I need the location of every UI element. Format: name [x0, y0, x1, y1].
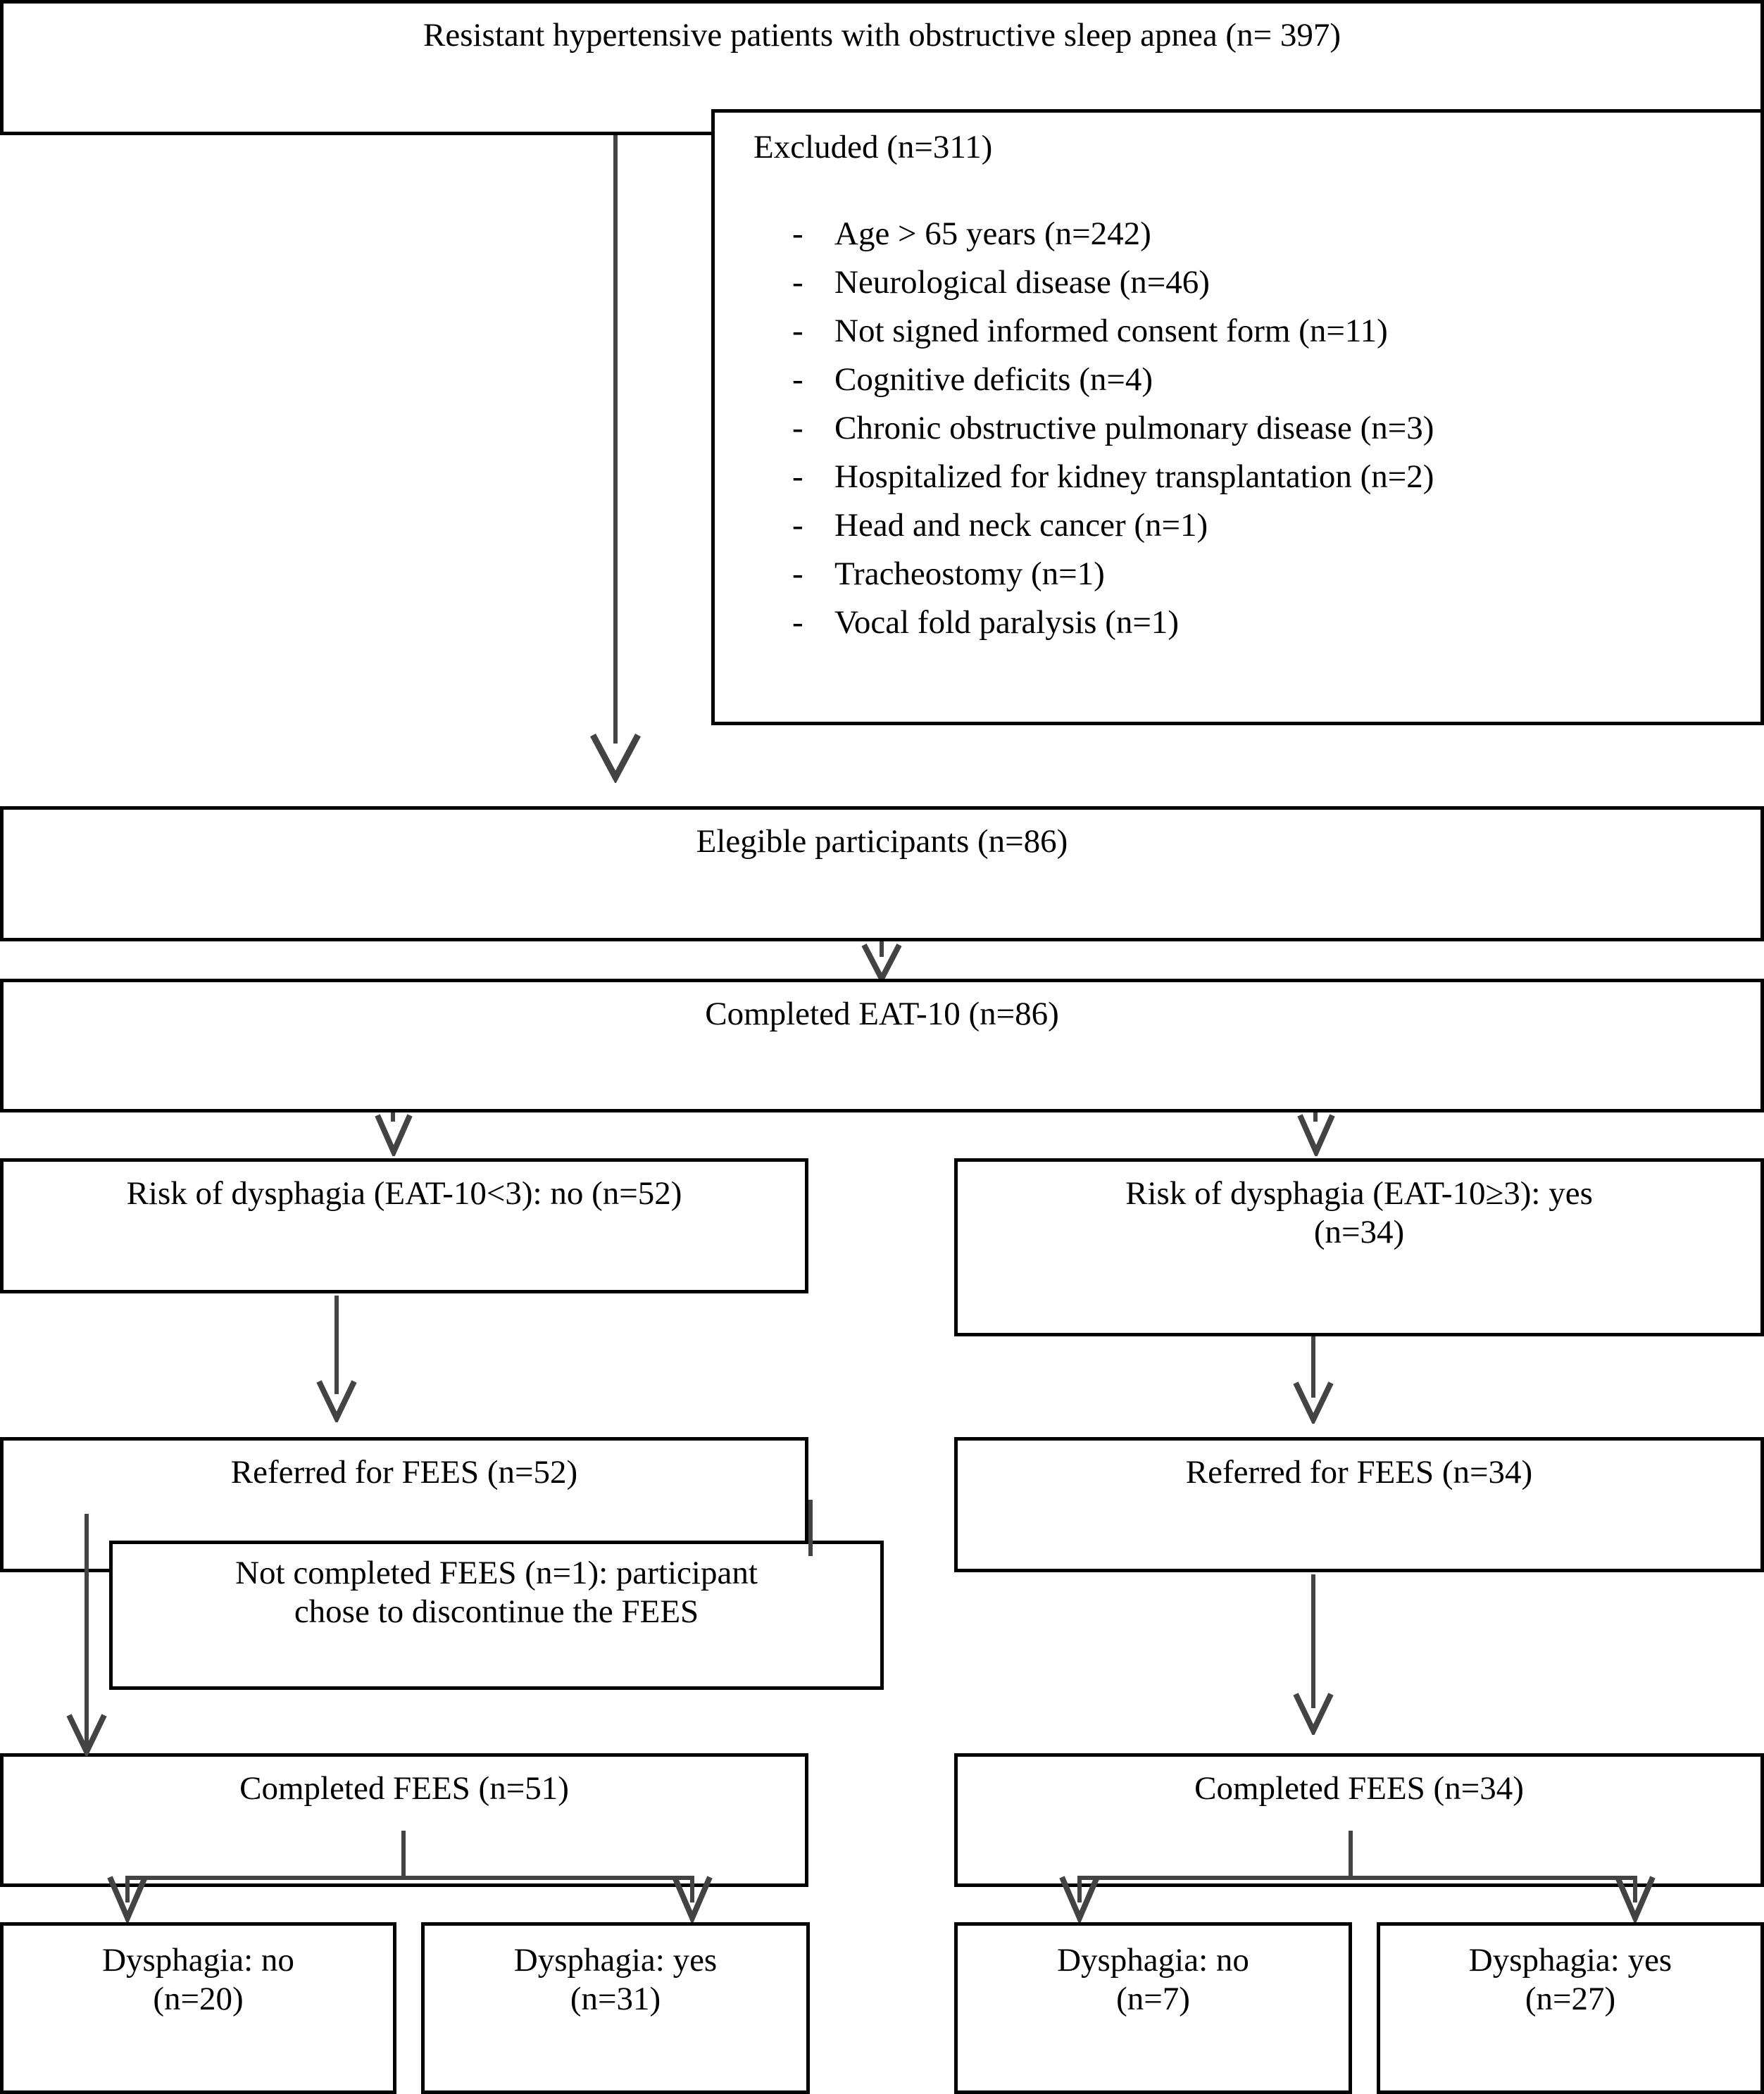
- arrowhead-eligible-to-eat10: [861, 942, 902, 983]
- bullet-dash-icon: -: [792, 410, 803, 447]
- connector-compleft-stem: [401, 1831, 406, 1880]
- arrowhead-riskno-to-referred: [316, 1379, 357, 1422]
- arrowhead-eat10-to-risk-yes: [1297, 1112, 1335, 1156]
- connector-compleft-split-bar: [125, 1876, 694, 1880]
- node-completed-fees-right-label: Completed FEES (n=34): [1194, 1770, 1524, 1807]
- excluded-reason: Age > 65 years (n=242): [834, 215, 1151, 253]
- node-risk-dysphagia-no-label: Risk of dysphagia (EAT-10<3): no (n=52): [126, 1175, 682, 1212]
- arrowhead-to-outcome-a: [107, 1874, 148, 1922]
- list-item: - Cognitive deficits (n=4): [753, 363, 1760, 396]
- node-referred-fees-left-label: Referred for FEES (n=52): [230, 1454, 578, 1491]
- connector-compright-right-drop: [1633, 1876, 1637, 1902]
- connector-compright-split-bar: [1077, 1876, 1637, 1880]
- bullet-dash-icon: -: [792, 458, 803, 496]
- bullet-dash-icon: -: [792, 264, 803, 301]
- arrowhead-to-outcome-c: [1059, 1874, 1100, 1922]
- node-completed-eat10-label: Completed EAT-10 (n=86): [705, 996, 1059, 1032]
- excluded-reason: Not signed informed consent form (n=11): [834, 313, 1388, 350]
- connector-riskno-to-referred: [334, 1296, 339, 1394]
- node-not-completed-fees: Not completed FEES (n=1): participant ch…: [109, 1541, 884, 1690]
- list-item: - Tracheostomy (n=1): [753, 558, 1760, 591]
- bullet-dash-icon: -: [792, 507, 803, 544]
- excluded-reason: Neurological disease (n=46): [834, 264, 1210, 301]
- node-completed-fees-left-label: Completed FEES (n=51): [239, 1770, 569, 1807]
- arrowhead-enrolled-to-eligible: [590, 732, 641, 783]
- connector-compleft-left-drop: [125, 1876, 130, 1902]
- arrowhead-riskyes-to-referred: [1293, 1380, 1334, 1424]
- node-risk-dysphagia-yes: Risk of dysphagia (EAT-10≥3): yes (n=34): [954, 1158, 1764, 1336]
- excluded-title: Excluded (n=311): [753, 129, 993, 165]
- connector-riskyes-to-referred: [1311, 1296, 1315, 1398]
- node-enrolled-label: Resistant hypertensive patients with obs…: [423, 17, 1341, 54]
- list-item: - Not signed informed consent form (n=11…: [753, 315, 1760, 348]
- connector-referredleft-to-notcompleted: [808, 1500, 813, 1556]
- node-outcome-dysphagia-yes-right-label: Dysphagia: yes (n=27): [1468, 1942, 1672, 2018]
- arrowhead-referredright-to-completed: [1293, 1691, 1334, 1735]
- node-eligible-label: Elegible participants (n=86): [696, 823, 1068, 860]
- node-not-completed-fees-label: Not completed FEES (n=1): participant ch…: [235, 1555, 758, 1631]
- node-completed-fees-left: Completed FEES (n=51): [0, 1753, 808, 1887]
- excluded-reason-list: - Age > 65 years (n=242) - Neurological …: [753, 218, 1760, 639]
- node-risk-dysphagia-yes-label: Risk of dysphagia (EAT-10≥3): yes (n=34): [1125, 1175, 1593, 1251]
- connector-enrolled-to-eligible: [613, 96, 618, 744]
- node-referred-fees-right-label: Referred for FEES (n=34): [1185, 1454, 1533, 1491]
- arrowhead-to-outcome-d: [1615, 1874, 1656, 1922]
- list-item: - Vocal fold paralysis (n=1): [753, 606, 1760, 639]
- connector-referredright-to-completed: [1311, 1574, 1315, 1708]
- list-item: - Age > 65 years (n=242): [753, 218, 1760, 251]
- arrowhead-eat10-to-risk-no: [375, 1112, 413, 1156]
- node-outcome-dysphagia-no-right-label: Dysphagia: no (n=7): [1057, 1942, 1249, 2018]
- node-outcome-dysphagia-yes-left-label: Dysphagia: yes (n=31): [513, 1942, 718, 2018]
- excluded-reason: Chronic obstructive pulmonary disease (n…: [834, 410, 1434, 447]
- node-referred-fees-right: Referred for FEES (n=34): [954, 1437, 1764, 1572]
- bullet-dash-icon: -: [792, 313, 803, 350]
- node-outcome-dysphagia-yes-right: Dysphagia: yes (n=27): [1377, 1922, 1764, 2094]
- bullet-dash-icon: -: [792, 556, 803, 593]
- list-item: - Neurological disease (n=46): [753, 266, 1760, 299]
- node-excluded: Excluded (n=311) - Age > 65 years (n=242…: [711, 109, 1764, 725]
- arrowhead-referredleft-to-completed: [66, 1712, 107, 1756]
- list-item: - Head and neck cancer (n=1): [753, 509, 1760, 542]
- list-item: - Chronic obstructive pulmonary disease …: [753, 412, 1760, 445]
- excluded-reason: Hospitalized for kidney transplantation …: [834, 458, 1434, 496]
- arrowhead-to-outcome-b: [672, 1874, 713, 1922]
- node-outcome-dysphagia-no-left-label: Dysphagia: no (n=20): [102, 1942, 294, 2018]
- node-completed-fees-right: Completed FEES (n=34): [954, 1753, 1764, 1887]
- node-outcome-dysphagia-no-right: Dysphagia: no (n=7): [954, 1922, 1352, 2094]
- connector-compright-stem: [1349, 1831, 1353, 1880]
- connector-compright-left-drop: [1077, 1876, 1082, 1902]
- connector-compleft-right-drop: [690, 1876, 694, 1902]
- excluded-reason: Vocal fold paralysis (n=1): [834, 604, 1180, 641]
- excluded-reason: Cognitive deficits (n=4): [834, 361, 1153, 399]
- bullet-dash-icon: -: [792, 604, 803, 641]
- node-completed-eat10: Completed EAT-10 (n=86): [0, 979, 1764, 1112]
- node-outcome-dysphagia-no-left: Dysphagia: no (n=20): [0, 1922, 396, 2094]
- bullet-dash-icon: -: [792, 361, 803, 399]
- bullet-dash-icon: -: [792, 215, 803, 253]
- node-risk-dysphagia-no: Risk of dysphagia (EAT-10<3): no (n=52): [0, 1158, 808, 1293]
- list-item: - Hospitalized for kidney transplantatio…: [753, 460, 1760, 494]
- excluded-reason: Head and neck cancer (n=1): [834, 507, 1208, 544]
- excluded-reason: Tracheostomy (n=1): [834, 556, 1105, 593]
- node-outcome-dysphagia-yes-left: Dysphagia: yes (n=31): [421, 1922, 810, 2094]
- connector-referredleft-to-completed: [85, 1514, 89, 1746]
- node-eligible-participants: Elegible participants (n=86): [0, 806, 1764, 941]
